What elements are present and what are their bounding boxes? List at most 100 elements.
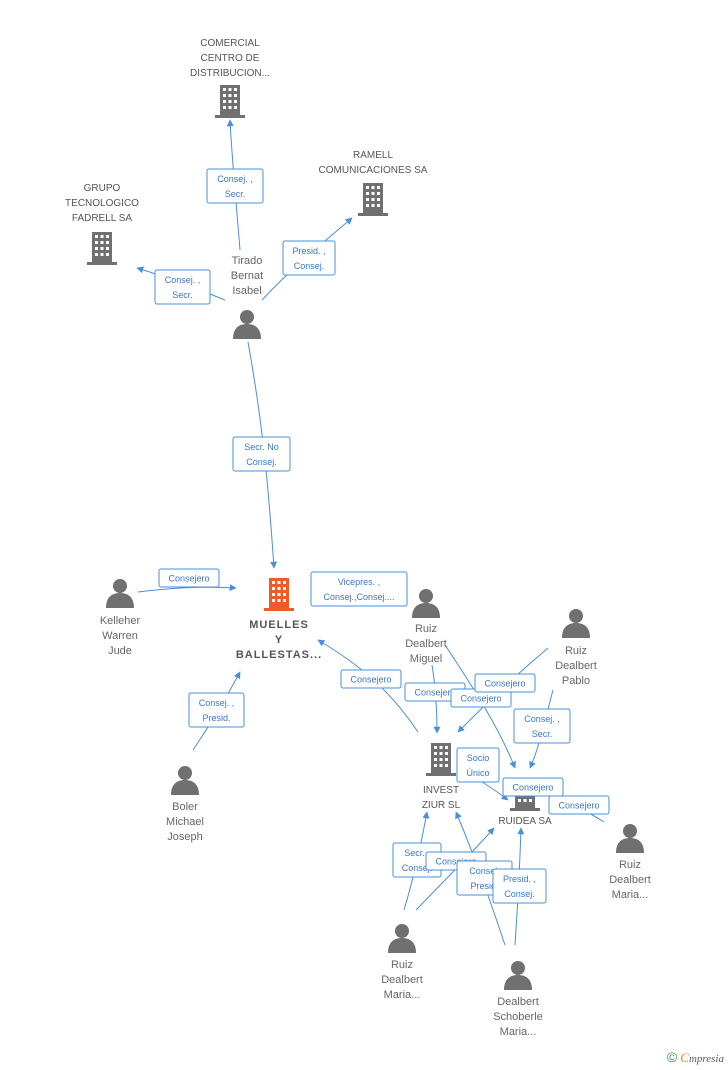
person-name-line: Pablo bbox=[562, 675, 590, 687]
company-name-line: INVEST bbox=[423, 785, 459, 796]
edge-label-text: Secr. bbox=[532, 729, 553, 739]
edge-label[interactable]: Consejero bbox=[450, 688, 512, 708]
edge-label-box bbox=[474, 673, 536, 693]
person-icon bbox=[233, 310, 261, 339]
person-name-line: Dealbert bbox=[405, 638, 447, 650]
edge-label-text: Consej. , bbox=[165, 275, 201, 285]
building-icon bbox=[426, 743, 456, 776]
person-name-line: Dealbert bbox=[497, 996, 539, 1008]
edge-label-box bbox=[158, 568, 220, 588]
company-name-line: RUIDEA SA bbox=[498, 816, 552, 827]
edge-label[interactable]: Presid. ,Consej. bbox=[282, 240, 336, 276]
edge-label[interactable]: Consejero bbox=[548, 795, 610, 815]
edge-label-text: Vicepres. , bbox=[338, 577, 380, 587]
edge-label[interactable]: Presid. ,Consej. bbox=[492, 868, 547, 904]
person-name-line: Maria... bbox=[384, 989, 421, 1001]
edge-label-text: Socio bbox=[467, 753, 490, 763]
company-name-line: CENTRO DE bbox=[201, 53, 260, 64]
person-name-line: Dealbert bbox=[609, 874, 651, 886]
edge-label[interactable]: Consejero bbox=[158, 568, 220, 588]
edge-label-text: Consejero bbox=[460, 694, 501, 704]
edge-label-text: Consej. , bbox=[524, 714, 560, 724]
person-name-line: Schoberle bbox=[493, 1011, 543, 1023]
person-icon bbox=[412, 589, 440, 618]
edge-label[interactable]: Consejero bbox=[502, 777, 564, 797]
person-name-line: Ruiz bbox=[391, 959, 413, 971]
edge-label-text: Secr. bbox=[225, 189, 246, 199]
company-node-invest[interactable]: INVEST ZIUR SL bbox=[422, 743, 461, 811]
edge-label-text: Secr. No bbox=[244, 442, 279, 452]
person-icon bbox=[171, 766, 199, 795]
person-name-line: Michael bbox=[166, 816, 204, 828]
company-name-line: COMUNICACIONES SA bbox=[319, 165, 428, 176]
person-name-line: Ruiz bbox=[415, 623, 437, 635]
edge-label-text: Consejero bbox=[435, 857, 476, 867]
person-name-line: Boler bbox=[172, 801, 198, 813]
edge-label-text: Consejero bbox=[414, 688, 455, 698]
edge-label-text: Consej.,Consej.... bbox=[323, 592, 394, 602]
edge-label[interactable]: Consej. ,Secr. bbox=[154, 269, 211, 305]
person-icon bbox=[562, 609, 590, 638]
edge-label-text: Consej. bbox=[402, 863, 433, 873]
edge-label-box bbox=[502, 777, 564, 797]
person-node-maria_b[interactable]: RuizDealbertMaria... bbox=[609, 824, 651, 901]
edge-labels: Consej. ,Secr.Presid. ,Consej.Consej. ,S… bbox=[154, 168, 610, 904]
edge-label[interactable]: Consejero bbox=[474, 673, 536, 693]
edge-label-text: Presid. , bbox=[503, 874, 536, 884]
person-name-line: Kelleher bbox=[100, 615, 141, 627]
company-name-line: ZIUR SL bbox=[422, 800, 461, 811]
edge-label-box bbox=[206, 168, 264, 204]
edge-label-text: Consejero bbox=[168, 574, 209, 584]
edge-label[interactable]: Consej. , Secr. bbox=[206, 168, 264, 204]
company-node-muelles[interactable]: MUELLESYBALLESTAS... bbox=[236, 578, 322, 661]
edge-label[interactable]: Consej. ,Presid. bbox=[188, 692, 245, 728]
person-name-line: Ruiz bbox=[565, 645, 587, 657]
edge-kelleher-muelles bbox=[137, 584, 237, 593]
footer-brand: © Cmpresia bbox=[667, 1049, 724, 1066]
edge-label[interactable]: Consejero bbox=[340, 669, 402, 689]
person-name-line: Tirado bbox=[232, 255, 263, 267]
company-name-line: COMERCIAL bbox=[200, 38, 260, 49]
brand-initial: C bbox=[680, 1050, 689, 1065]
edge-label-box bbox=[340, 669, 402, 689]
company-name-line: BALLESTAS... bbox=[236, 649, 322, 661]
person-icon bbox=[106, 579, 134, 608]
person-node-schoberle[interactable]: DealbertSchoberleMaria... bbox=[493, 961, 543, 1038]
brand-name: mpresia bbox=[688, 1053, 724, 1065]
edge-label-box bbox=[232, 436, 291, 472]
person-name-line: Dealbert bbox=[555, 660, 597, 672]
person-name-line: Warren bbox=[102, 630, 138, 642]
person-name-line: Maria... bbox=[612, 889, 649, 901]
company-name-line: Y bbox=[275, 634, 283, 646]
edge-label[interactable]: Consej. , Secr. bbox=[513, 708, 571, 744]
edge-label-text: Presid. , bbox=[292, 246, 325, 256]
person-name-line: Joseph bbox=[167, 831, 202, 843]
edge-label-text: Consejero bbox=[350, 675, 391, 685]
edge-label-text: Consej. bbox=[246, 457, 277, 467]
person-name-line: Isabel bbox=[232, 285, 261, 297]
edge-label-text: Consejero bbox=[512, 783, 553, 793]
edge-label-text: Consej. , bbox=[217, 174, 253, 184]
person-name-line: Dealbert bbox=[381, 974, 423, 986]
edge-label-box bbox=[188, 692, 245, 728]
edge-label[interactable]: Vicepres. , Consej.,Consej.... bbox=[310, 571, 408, 607]
person-node-maria_r[interactable]: RuizDealbertMaria... bbox=[381, 924, 423, 1001]
building-icon bbox=[264, 578, 294, 611]
company-name-line: TECNOLOGICO bbox=[65, 198, 139, 209]
building-icon bbox=[87, 232, 117, 265]
edge-label[interactable]: Secr. No Consej. bbox=[232, 436, 291, 472]
company-node-ruidea[interactable]: RUIDEA SA bbox=[498, 778, 552, 827]
building-icon bbox=[358, 183, 388, 216]
company-name-line: FADRELL SA bbox=[72, 213, 133, 224]
